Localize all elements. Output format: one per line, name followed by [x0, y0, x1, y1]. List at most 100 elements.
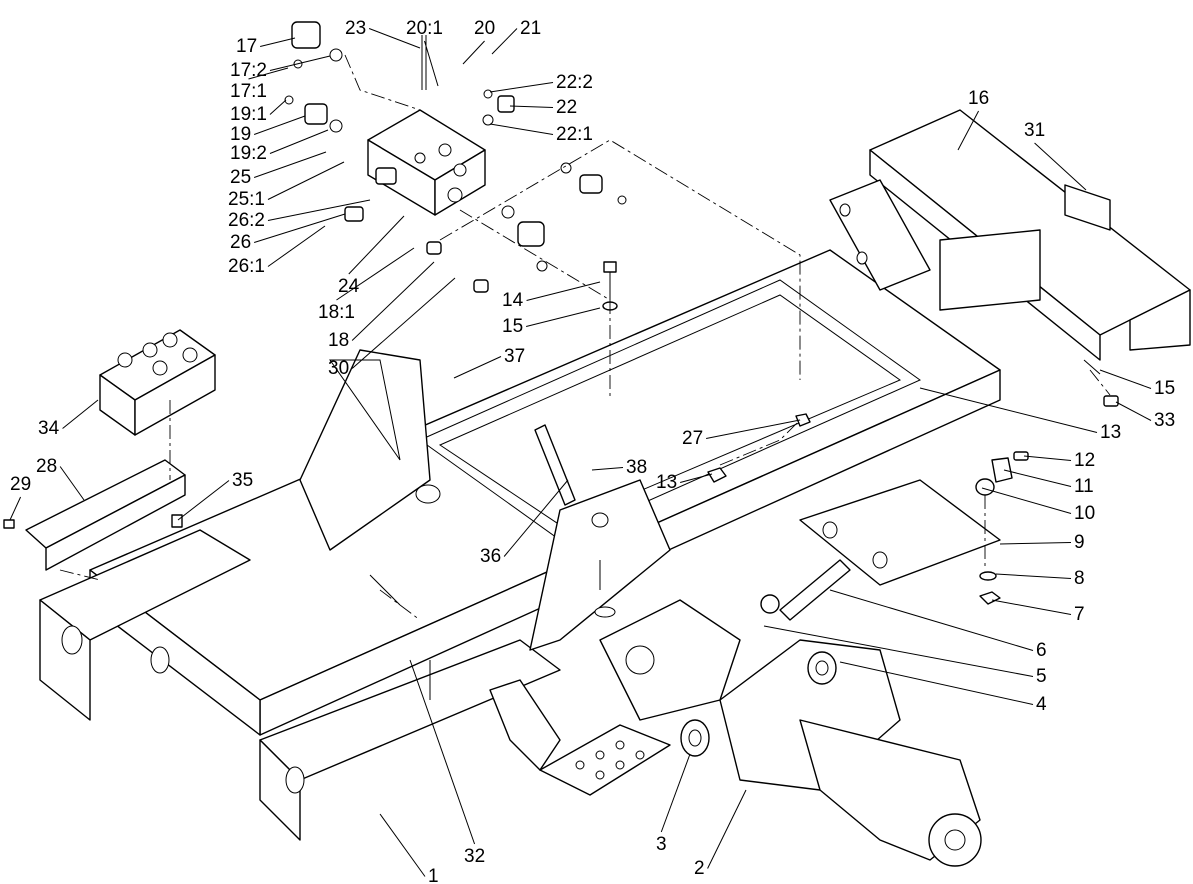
leader-c20 — [462, 40, 485, 65]
callout-c33: 33 — [1154, 410, 1175, 431]
manifold-block — [284, 21, 627, 293]
leader-c19-1 — [269, 99, 287, 115]
leader-c30 — [351, 277, 456, 369]
callout-c28: 28 — [36, 456, 57, 477]
hardware — [3, 261, 1119, 606]
callout-c32: 32 — [464, 846, 485, 867]
leader-c17-2 — [269, 55, 331, 71]
leader-c11 — [1003, 469, 1072, 487]
leader-c18 — [351, 261, 435, 341]
callout-c7: 7 — [1074, 604, 1085, 625]
callout-leaders — [9, 28, 1152, 877]
callout-c18: 18 — [328, 330, 349, 351]
callout-c1: 1 — [428, 866, 439, 884]
callout-c21: 21 — [520, 18, 541, 39]
callout-c11: 11 — [1074, 476, 1094, 497]
callout-c36: 36 — [480, 546, 501, 567]
callout-c17: 17 — [236, 36, 257, 57]
control-valve — [99, 329, 216, 436]
leader-c12 — [1023, 455, 1072, 461]
leader-c27 — [706, 419, 801, 439]
callout-c30: 30 — [328, 358, 349, 379]
callout-c19-2: 19:2 — [230, 143, 267, 164]
callout-c35: 35 — [232, 470, 253, 491]
leader-c31 — [1034, 142, 1087, 191]
leader-c24 — [348, 215, 405, 275]
callout-c2: 2 — [694, 858, 705, 879]
callout-c34: 34 — [38, 418, 60, 439]
leader-c3 — [660, 753, 691, 833]
leader-c16 — [957, 110, 980, 151]
leader-c34 — [62, 399, 99, 429]
main-frame — [39, 249, 1001, 841]
rear-axle — [599, 559, 982, 867]
callout-c29: 29 — [10, 474, 31, 495]
callout-c9: 9 — [1074, 532, 1085, 553]
leader-c21 — [491, 28, 518, 55]
leader-c7 — [991, 599, 1072, 615]
leader-c28 — [59, 466, 85, 501]
callout-c13b: 13 — [1100, 422, 1121, 443]
callout-c13a: 13 — [656, 472, 677, 493]
callout-c3: 3 — [656, 834, 667, 855]
callout-c26-1: 26:1 — [228, 256, 265, 277]
leader-c22 — [509, 105, 554, 108]
callout-c25-1: 25:1 — [228, 189, 265, 210]
leader-c38 — [591, 467, 624, 471]
leader-c29 — [9, 496, 22, 521]
callout-c16: 16 — [968, 88, 989, 109]
leader-c5 — [763, 625, 1034, 677]
callout-c19-1: 19:1 — [230, 104, 267, 125]
leader-c19 — [253, 115, 306, 135]
leader-c15a — [526, 307, 601, 327]
callout-c37: 37 — [504, 346, 525, 367]
leader-c13a — [680, 473, 713, 483]
valve-bracket — [25, 459, 186, 571]
leader-c18-1 — [336, 247, 415, 301]
callout-c17-2: 17:2 — [230, 60, 267, 81]
leader-c4 — [839, 661, 1034, 705]
leader-c25-1 — [267, 161, 345, 200]
callout-c26: 26 — [230, 232, 251, 253]
leader-c26-2 — [267, 199, 371, 221]
leader-c36 — [503, 479, 569, 557]
callout-c15b: 15 — [1154, 378, 1175, 399]
leader-c37 — [453, 356, 502, 379]
callout-c18-1: 18:1 — [318, 302, 355, 323]
callout-c6: 6 — [1036, 640, 1047, 661]
callout-c38: 38 — [626, 457, 647, 478]
callout-c22-2: 22:2 — [556, 72, 593, 93]
leader-c6 — [829, 589, 1034, 651]
callout-c22-1: 22:1 — [556, 124, 593, 145]
leader-c20-1 — [424, 40, 439, 87]
callout-c27: 27 — [682, 428, 703, 449]
callout-c15a: 15 — [502, 316, 523, 337]
leader-c8 — [995, 573, 1072, 579]
leader-c22-2 — [489, 82, 554, 93]
leader-c23 — [368, 28, 421, 49]
callout-c17-1: 17:1 — [230, 81, 267, 102]
leader-c10 — [981, 487, 1072, 514]
leader-c32 — [409, 659, 476, 845]
callout-c24: 24 — [338, 276, 360, 297]
callout-c4: 4 — [1036, 694, 1047, 715]
callout-c14: 14 — [502, 290, 524, 311]
callout-c12: 12 — [1074, 450, 1095, 471]
leader-c2 — [707, 789, 747, 869]
leader-c33 — [1115, 401, 1152, 421]
leader-c13b — [919, 387, 1098, 433]
leader-c22-1 — [489, 123, 554, 135]
assembly-lines — [59, 54, 1111, 621]
callout-c26-2: 26:2 — [228, 210, 265, 231]
rops-bracket — [829, 109, 1191, 361]
leader-c26 — [253, 213, 346, 243]
callout-c10: 10 — [1074, 503, 1095, 524]
foot-plate — [489, 679, 671, 796]
leader-c15b — [1099, 369, 1152, 389]
callout-c25: 25 — [230, 167, 251, 188]
leader-c19-2 — [269, 129, 329, 154]
leader-c26-1 — [267, 225, 326, 267]
leader-c17 — [260, 37, 296, 47]
leader-c25 — [253, 151, 327, 178]
